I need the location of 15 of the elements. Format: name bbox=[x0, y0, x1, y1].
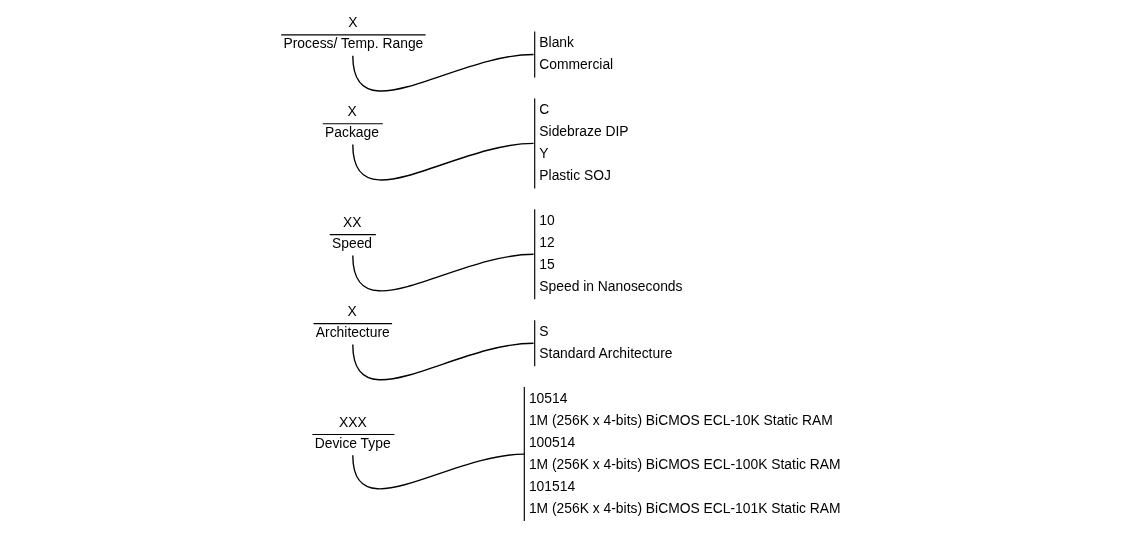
node-text: S Standard Architecture bbox=[539, 322, 673, 361]
connector bbox=[352, 53, 535, 92]
connector bbox=[352, 453, 525, 490]
node-text: XX Speed bbox=[332, 214, 373, 252]
node-text: 10 12 15 Speed in Nanoseconds bbox=[539, 211, 683, 294]
connector bbox=[352, 342, 535, 381]
connector bbox=[352, 253, 535, 292]
node-text: X Architecture bbox=[315, 303, 390, 340]
node-text: Blank Commercial bbox=[539, 34, 614, 73]
node-text: C Sidebraze DIP Y Plastic SOJ bbox=[539, 101, 629, 183]
connector bbox=[352, 142, 535, 181]
node-text: XXX Device Type bbox=[314, 414, 391, 451]
node-text: X Process/ Temp. Range bbox=[283, 14, 424, 52]
node-text: 10514 1M (256K x 4-bits) BiCMOS ECL-10K Static RAM 100514 1M (256K x 4-bits) BiCMOS ECL-100K Static RAM 101514 1M (256K x 4-bits) BiCMOS ECL-101K Static RAM bbox=[528, 389, 841, 516]
node-text: X Package bbox=[325, 103, 379, 141]
